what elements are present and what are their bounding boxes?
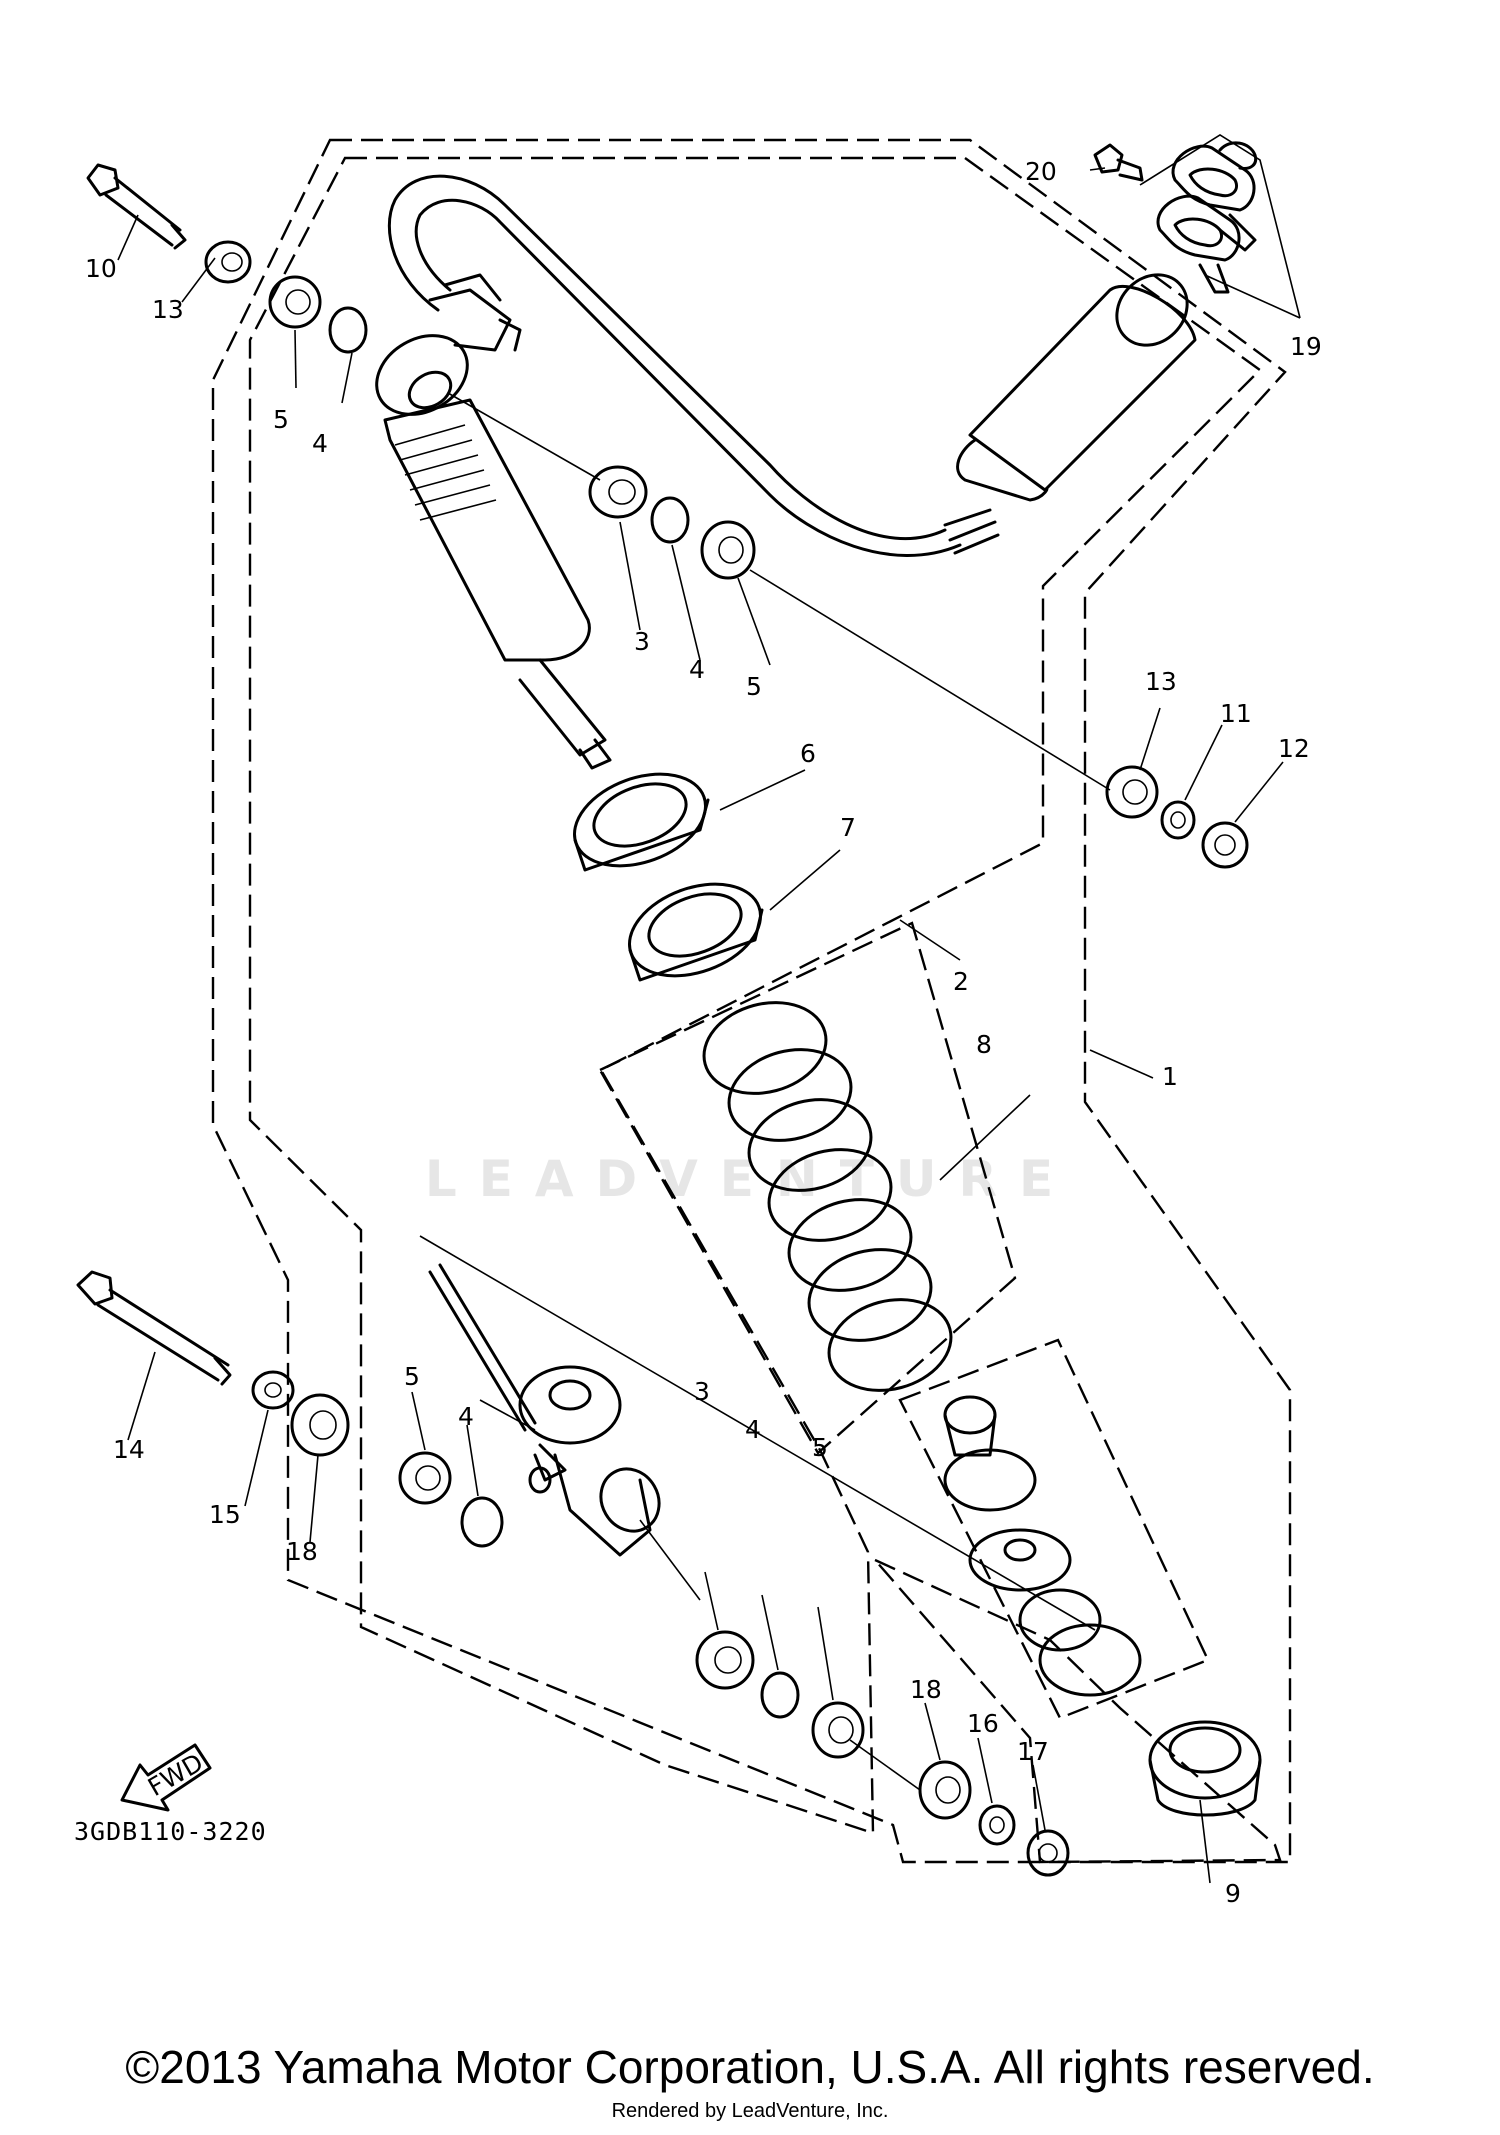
bolt-14	[76, 1270, 232, 1386]
callout-12: 12	[1278, 734, 1310, 763]
callout-13: 13	[1145, 667, 1177, 696]
callout-5: 5	[746, 672, 762, 701]
callout-4: 4	[689, 655, 705, 684]
callout-20: 20	[1025, 157, 1057, 186]
adjuster-rings	[573, 772, 764, 982]
assembly-outlines	[211, 138, 1292, 1864]
callout-4: 4	[312, 429, 328, 458]
bump-stop-outline	[898, 1338, 1210, 1720]
callout-19: 19	[1290, 332, 1322, 361]
watermark: LEADVENTURE	[424, 1150, 1076, 1208]
callouts: 1 2 3 3 4 4 4 4 5 5 5 5 6 7 8 9 10 11 12…	[85, 157, 1322, 1908]
shock-assembly-outline-2	[248, 156, 1262, 1835]
callout-6: 6	[800, 739, 816, 768]
callout-4: 4	[458, 1402, 474, 1431]
bump-stop-stack	[943, 1395, 1142, 1697]
callout-10: 10	[85, 254, 117, 283]
callout-17: 17	[1017, 1737, 1049, 1766]
callout-5: 5	[404, 1362, 420, 1391]
callout-16: 16	[967, 1709, 999, 1738]
reservoir-hose	[387, 174, 962, 557]
callout-8: 8	[976, 1030, 992, 1059]
coil-spring	[702, 1001, 953, 1392]
callout-3: 3	[694, 1377, 710, 1406]
reservoir-clamp	[1156, 141, 1258, 294]
fwd-arrow: FWD	[120, 1743, 212, 1812]
callout-11: 11	[1220, 699, 1252, 728]
callout-1: 1	[1162, 1062, 1178, 1091]
callout-3: 3	[634, 627, 650, 656]
remote-reservoir	[943, 273, 1197, 555]
spring-subassembly-outline	[598, 921, 1017, 1455]
callout-15: 15	[209, 1500, 241, 1529]
callout-4: 4	[745, 1415, 761, 1444]
callout-18: 18	[286, 1537, 318, 1566]
bolt-20	[1093, 143, 1144, 182]
diagram-code: 3GDB110-3220	[74, 1817, 267, 1846]
callout-13: 13	[152, 295, 184, 324]
callout-7: 7	[840, 813, 856, 842]
small-parts	[204, 240, 1262, 1877]
callout-9: 9	[1225, 1879, 1241, 1908]
callout-14: 14	[113, 1435, 145, 1464]
callout-18: 18	[910, 1675, 942, 1704]
copyright-notice: ©2013 Yamaha Motor Corporation, U.S.A. A…	[125, 2041, 1375, 2093]
bolt-10	[86, 163, 187, 250]
lower-mount-outline	[874, 1558, 1282, 1864]
rendered-by-notice: Rendered by LeadVenture, Inc.	[611, 2100, 889, 2122]
callout-5: 5	[273, 405, 289, 434]
shock-absorber-body	[375, 273, 612, 770]
callout-5: 5	[812, 1433, 828, 1462]
shock-assembly-outline-1	[211, 138, 1292, 1864]
leader-lines	[117, 134, 1301, 1884]
callout-2: 2	[953, 967, 969, 996]
